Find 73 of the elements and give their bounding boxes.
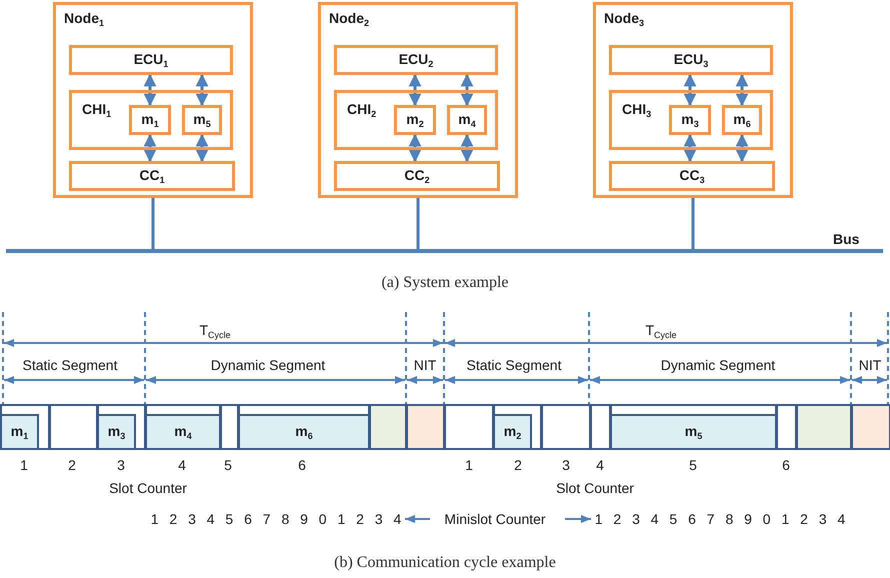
- component-box: ECU$_{1}$: [69, 45, 233, 75]
- double-arrow: [408, 134, 422, 162]
- caption: (a) System example: [381, 274, 509, 292]
- minislot-numbers: 1 2 3 4 5 6 7 8 9 0 1 2 3 4: [150, 510, 402, 528]
- double-arrow: [408, 74, 422, 106]
- slot-number: 6: [782, 456, 790, 474]
- slot-number: 5: [689, 456, 697, 474]
- interface-label: CHI$_{2}$: [347, 101, 376, 119]
- node-title: Node$_{1}$: [64, 10, 104, 28]
- segment-label: NIT: [414, 356, 436, 374]
- slot-number: 2: [514, 456, 522, 474]
- double-arrow: [196, 74, 208, 106]
- segment-label: Dynamic Segment: [660, 356, 776, 374]
- message-box: m$_{2}$: [394, 105, 436, 135]
- message-frame: m$_{1}$: [0, 414, 39, 450]
- slot-number: 2: [68, 456, 76, 474]
- node-title: Node$_{2}$: [329, 10, 370, 28]
- axis-label: Slot Counter: [109, 479, 187, 497]
- slot-number: 4: [596, 456, 604, 474]
- double-arrow: [144, 134, 156, 162]
- double-arrow: [736, 74, 748, 106]
- minislot-numbers: 1 2 3 4 5 6 7 8 9 0 1 2 3 4: [594, 510, 846, 528]
- node-box: [53, 2, 253, 198]
- slot-number: 4: [178, 456, 186, 474]
- segment-label: NIT: [858, 356, 882, 374]
- duration-label: T$_{Cycle}$: [645, 321, 677, 342]
- slot-number: 1: [465, 456, 473, 474]
- caption: (b) Communication cycle example: [334, 554, 556, 572]
- segment-label: Dynamic Segment: [210, 356, 326, 374]
- interface-label: CHI$_{1}$: [82, 101, 112, 119]
- segment-label: Static Segment: [22, 356, 118, 374]
- interface-box: [334, 90, 498, 150]
- message-box: m$_{5}$: [182, 105, 222, 135]
- component-box: CC$_{2}$: [334, 161, 500, 191]
- duration-label: T$_{Cycle}$: [199, 321, 231, 342]
- message-box: m$_{4}$: [447, 105, 487, 135]
- component-box: CC$_{1}$: [69, 161, 235, 191]
- double-arrow: [460, 134, 474, 162]
- interface-box: [69, 90, 233, 150]
- double-arrow: [684, 134, 696, 162]
- connector-line: [692, 198, 694, 249]
- segment-label: Static Segment: [466, 356, 562, 374]
- component-box: CC$_{3}$: [609, 161, 775, 191]
- double-arrow: [460, 74, 474, 106]
- interface-box: [609, 90, 773, 150]
- message-box: m$_{1}$: [129, 105, 171, 135]
- message-box: m$_{6}$: [722, 105, 762, 135]
- message-frame: m$_{5}$: [610, 414, 777, 450]
- node-box: [593, 2, 793, 198]
- message-frame: m$_{2}$: [493, 414, 532, 450]
- axis-label: Slot Counter: [556, 479, 634, 497]
- double-arrow: [196, 134, 208, 162]
- slot-number: 6: [298, 456, 306, 474]
- slot-number: 5: [224, 456, 232, 474]
- connector-line: [416, 198, 420, 249]
- node-box: [318, 2, 518, 198]
- component-box: ECU$_{3}$: [609, 45, 773, 75]
- slot-number: 3: [117, 456, 125, 474]
- message-frame: m$_{4}$: [145, 414, 221, 450]
- interface-label: CHI$_{3}$: [622, 101, 652, 119]
- slot-number: 1: [20, 456, 28, 474]
- connector-line: [152, 198, 154, 249]
- double-arrow: [684, 74, 696, 106]
- axis-label: Minislot Counter: [444, 510, 546, 528]
- component-box: ECU$_{2}$: [334, 45, 498, 75]
- slot-number: 3: [562, 456, 570, 474]
- node-title: Node$_{3}$: [604, 10, 644, 28]
- message-box: m$_{3}$: [669, 105, 711, 135]
- message-frame: m$_{6}$: [238, 414, 370, 450]
- message-frame: m$_{3}$: [97, 414, 136, 450]
- bus-label: Bus: [833, 231, 860, 247]
- double-arrow: [736, 134, 748, 162]
- double-arrow: [144, 74, 156, 106]
